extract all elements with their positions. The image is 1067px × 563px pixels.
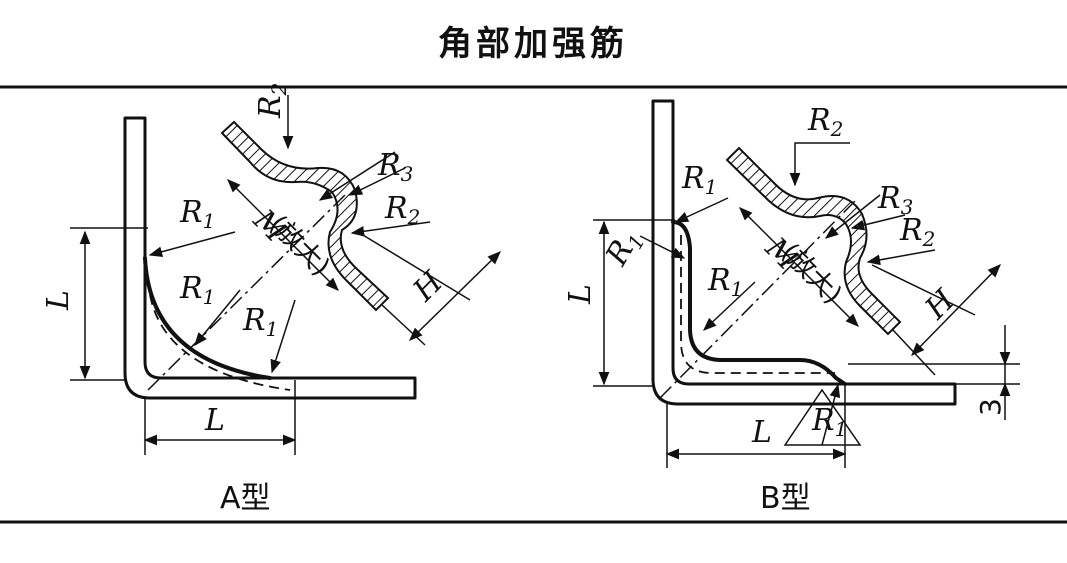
page-title: 角部加强筋 <box>438 24 628 64</box>
type-a-dim-M <box>227 179 339 291</box>
type-a-label-H: H <box>406 264 451 309</box>
type-b-label-H: H <box>918 282 963 327</box>
type-a-leader-R1-top <box>148 231 236 258</box>
type-a-caption: A型 <box>220 481 271 516</box>
type-b-leader-R1-bottom-arrow <box>821 383 841 446</box>
type-a-angle-bracket <box>123 116 417 400</box>
type-a-label-R2-right: R2 <box>384 191 420 229</box>
type-b-label-3: 3 <box>974 398 1007 416</box>
type-a-label-L: L <box>41 290 76 311</box>
type-b-label-R1-left: R1 <box>599 223 650 273</box>
type-b-label-R1-top: R1 <box>681 161 717 199</box>
type-a-label-R1-top: R1 <box>179 195 215 233</box>
type-a-section-M <box>220 120 390 312</box>
type-b-leader-R3-b <box>824 194 881 239</box>
type-b-label-R3: R3 <box>877 181 913 219</box>
type-b-dim-H <box>911 264 1001 356</box>
type-b-label-M-note: (放大) <box>775 238 847 310</box>
type-b-label-L-bottom: L <box>751 415 772 450</box>
type-a-rib-outline <box>143 256 272 380</box>
type-b-section-M <box>725 146 902 336</box>
type-a-ext-line <box>381 304 426 346</box>
type-a-leader-R1-mid <box>194 289 241 347</box>
type-a-label-R1-mid: R1 <box>179 271 215 309</box>
type-b-leader-R1-left <box>639 235 686 259</box>
type-a-dim-H <box>409 251 501 341</box>
type-a-drawing: L L R1 R1 R1 M (放大) R2 R3 R2 H A型 <box>41 83 501 516</box>
type-b-label-R2-right: R2 <box>899 213 935 251</box>
type-a-leader-R3 <box>348 167 406 196</box>
type-b-caption: B型 <box>760 481 811 516</box>
type-a-rib-dashed <box>149 294 291 391</box>
type-a-label-L-bottom: L <box>204 403 225 438</box>
type-b-rib-outline <box>671 220 847 386</box>
type-b-dim-M <box>739 207 859 327</box>
type-b-label-R2-top: R2 <box>807 103 843 141</box>
type-b-label-R1-mid: R1 <box>707 263 743 301</box>
type-b-rib-dashed <box>680 235 835 374</box>
type-b-leader-R1-top <box>674 197 729 223</box>
type-b-drawing: L L R1 R1 R1 R1 M (放大) R2 R3 R2 <box>563 99 1020 516</box>
type-b-leader-R2-top <box>789 142 850 187</box>
type-a-leader-R3-b <box>318 151 396 201</box>
type-a-label-R3: R3 <box>377 148 413 186</box>
type-a-label-R1-low: R1 <box>242 303 278 341</box>
type-a-leader-R2-right <box>350 221 431 237</box>
type-a-label-R2-top: R2 <box>253 83 291 119</box>
type-b-label-R1-bottom: R1 <box>811 403 847 441</box>
type-a-label-M-note: (放大) <box>263 210 335 282</box>
type-a-leader-R1-low <box>270 299 296 374</box>
type-a-center-line <box>147 194 346 391</box>
type-b-leader-R2-right <box>866 249 936 266</box>
type-b-leader-R3 <box>850 214 906 231</box>
type-b-label-L: L <box>563 284 598 305</box>
